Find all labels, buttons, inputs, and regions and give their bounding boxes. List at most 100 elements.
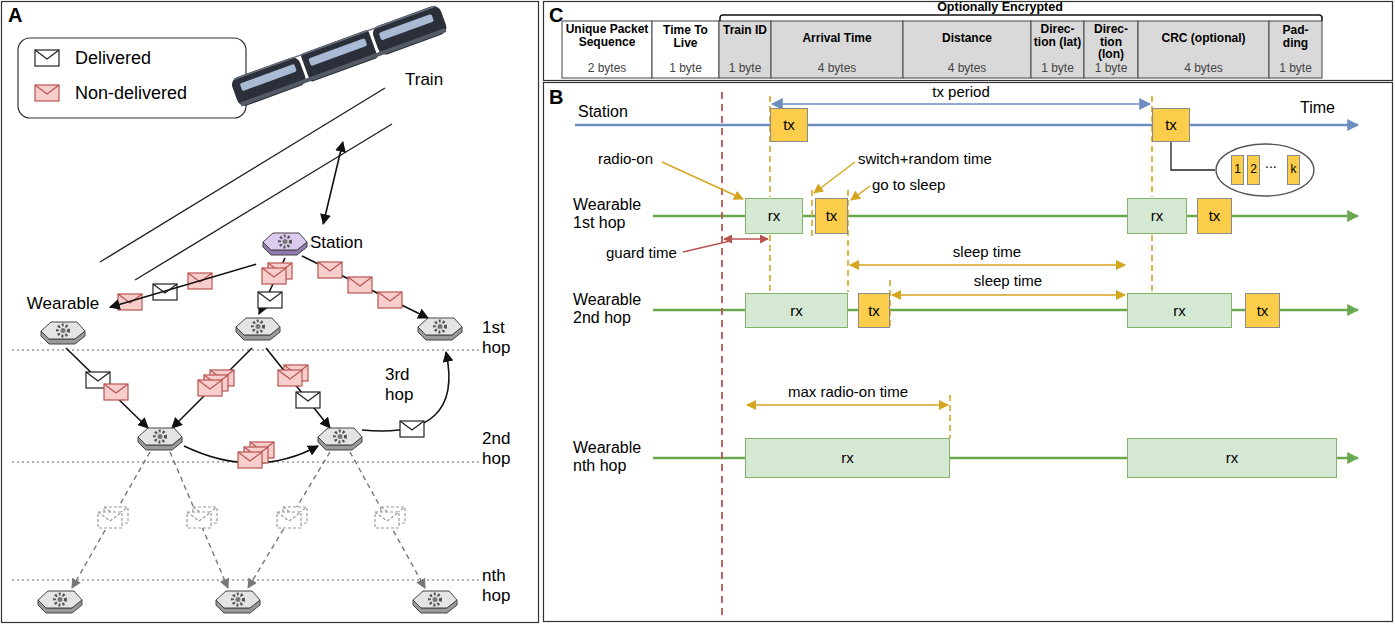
wearable-device xyxy=(216,591,260,613)
table-cell-text: 4 bytes xyxy=(773,62,901,75)
packet-envelope xyxy=(378,292,402,308)
annotation-label: sleep time xyxy=(937,243,1037,260)
wearable-device xyxy=(413,591,457,608)
tx-slot: tx xyxy=(1245,293,1280,328)
panel-a-frame xyxy=(2,2,539,623)
table-cell xyxy=(1138,21,1269,78)
forward-arrow xyxy=(266,348,330,428)
future-hop-arrow xyxy=(248,452,330,588)
table-cell xyxy=(719,21,771,78)
rx-slot: rx xyxy=(1127,438,1337,478)
packet-envelope xyxy=(35,50,424,528)
annotation-label: Station xyxy=(578,103,628,121)
table-cell-text: CRC (optional) xyxy=(1140,32,1267,45)
forward-arrow xyxy=(302,256,428,318)
packet-envelope xyxy=(198,380,222,396)
annotation-label: nth hop xyxy=(482,566,530,605)
table-cell-text: 4 bytes xyxy=(905,62,1029,75)
tx-slot: tx xyxy=(1152,108,1190,142)
table-cell xyxy=(771,21,903,78)
packet-envelope xyxy=(400,421,424,430)
packet-envelope xyxy=(258,292,282,308)
packet-envelope xyxy=(35,85,59,94)
time-axis xyxy=(575,309,1358,312)
packet-envelope xyxy=(348,277,372,293)
wearable-device xyxy=(138,428,182,445)
station-device xyxy=(263,233,307,250)
link-arrow xyxy=(323,142,343,224)
tx-slot: tx xyxy=(1197,198,1232,234)
table-cell-text: Arrival Time xyxy=(773,32,901,45)
annotation-label: B xyxy=(549,86,563,109)
packet-envelope xyxy=(318,262,342,271)
rx-slot: rx xyxy=(1127,293,1232,328)
rail-track xyxy=(135,124,392,280)
future-hop-arrow xyxy=(72,452,425,588)
packet-envelope xyxy=(296,392,320,401)
packet-envelope xyxy=(98,512,122,521)
packet-envelope xyxy=(318,262,342,278)
node-text: rx xyxy=(1151,207,1164,224)
wearable-device xyxy=(318,428,362,450)
hop-divider xyxy=(12,350,530,580)
train-illustration xyxy=(371,4,449,57)
packet-envelope xyxy=(278,370,302,379)
wearable-device xyxy=(138,428,182,450)
packet-envelope xyxy=(35,85,59,101)
wearable-device xyxy=(158,434,163,439)
node-text: rx xyxy=(841,449,854,466)
wearable-device xyxy=(338,434,343,439)
packet-envelope xyxy=(262,268,286,284)
packet-envelope xyxy=(378,292,402,308)
table-cell-text: 1 byte xyxy=(721,62,769,75)
annotation-label: C xyxy=(549,4,563,27)
packet-envelope xyxy=(104,384,128,400)
train-node: Train xyxy=(235,0,485,140)
legend-frame xyxy=(18,38,246,118)
node-text: tx xyxy=(1209,207,1221,224)
packet-envelope xyxy=(262,268,286,284)
forward-arrow xyxy=(172,348,252,428)
wearable-device xyxy=(38,233,462,613)
leader-line xyxy=(662,162,743,199)
link-arrow xyxy=(110,264,256,307)
annotation-label: go to sleep xyxy=(872,176,945,193)
wearable-node: Wearable xyxy=(18,294,108,348)
wearable-device xyxy=(253,321,264,332)
leader-line xyxy=(851,186,870,200)
wearable-device xyxy=(216,591,260,608)
packet-copy: k xyxy=(1287,155,1300,185)
packet-envelope xyxy=(35,50,59,59)
wearable-device xyxy=(41,322,85,339)
packet-envelope xyxy=(35,50,59,66)
wearable-device xyxy=(38,591,82,608)
rail-track xyxy=(100,88,392,280)
table-cell-text: Direc- tion (lat) xyxy=(1033,23,1082,48)
node-text: k xyxy=(1291,163,1297,177)
wearable-device xyxy=(155,431,166,442)
wearable-device xyxy=(430,594,441,605)
node-text: 2 xyxy=(1250,163,1257,177)
timing-guide xyxy=(811,190,813,240)
annotation-label: sleep time xyxy=(958,272,1058,289)
train-illustration xyxy=(230,55,308,108)
packet-envelope xyxy=(375,512,399,521)
node-text: 1 xyxy=(1234,163,1241,177)
forward-arrow xyxy=(66,256,449,463)
node-text: ... xyxy=(1265,155,1277,171)
packet-envelope xyxy=(348,277,372,293)
table-cell-text: 1 byte xyxy=(1086,62,1136,75)
node-text: Wearable xyxy=(27,294,99,314)
annotation-label: tx period xyxy=(901,83,1021,100)
packet-envelope xyxy=(296,392,320,408)
packet-envelope xyxy=(187,512,211,528)
packet-copy: 2 xyxy=(1247,155,1260,185)
packet-envelope xyxy=(98,512,122,528)
packet-envelope xyxy=(153,284,177,300)
table-cell xyxy=(652,21,719,78)
packet-envelope xyxy=(35,50,59,66)
time-axis xyxy=(575,215,1358,218)
table-cell-text: 1 byte xyxy=(1271,62,1320,75)
node-text: tx xyxy=(826,207,838,224)
wearable-device xyxy=(418,318,462,335)
